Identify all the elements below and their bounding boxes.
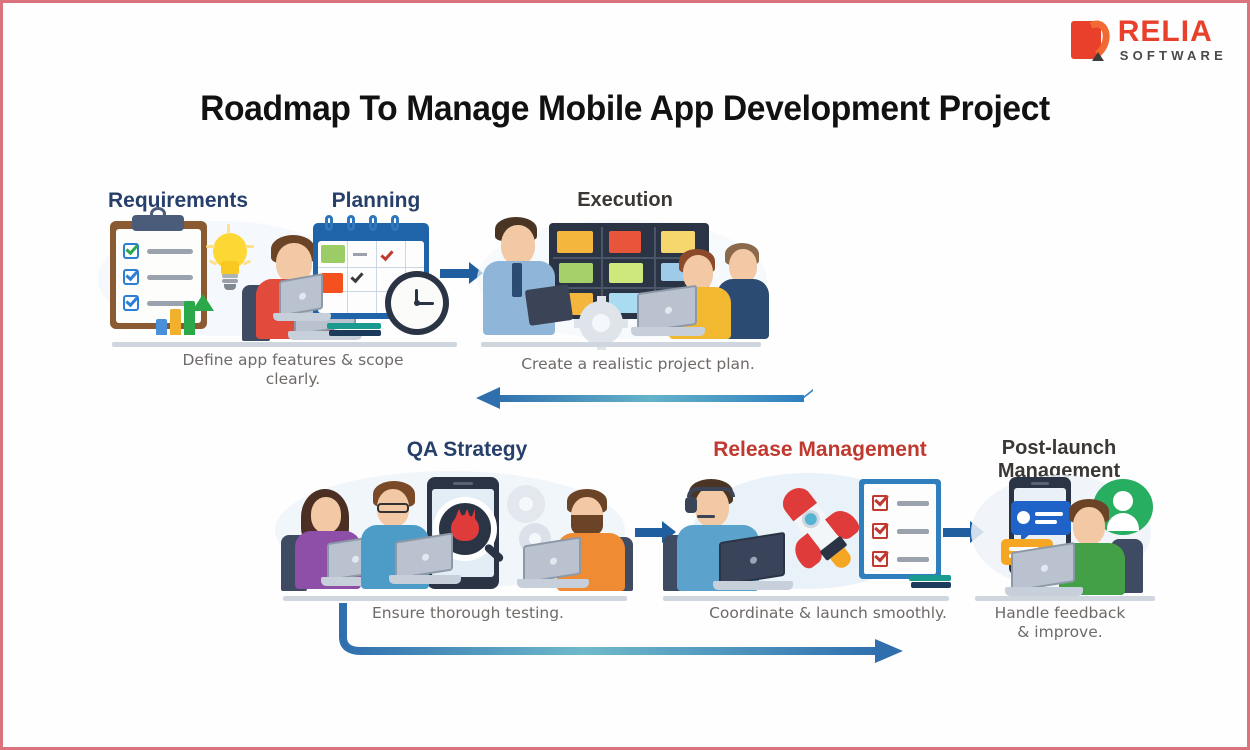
bug-icon <box>451 515 479 541</box>
laptop-logo-dot <box>665 306 672 315</box>
desk-surface <box>663 596 949 601</box>
headset-mic <box>697 515 715 518</box>
sticky-note-icon <box>609 231 641 253</box>
post-launch-caption-line1: Handle feedback <box>994 604 1126 622</box>
arrow-bottom-loop <box>339 603 903 663</box>
laptop-base <box>631 327 705 336</box>
page-title: Roadmap To Manage Mobile App Development… <box>200 89 1050 128</box>
laptop-logo-dot <box>550 557 557 566</box>
step-heading-qa-strategy: QA Strategy <box>406 438 528 461</box>
necktie-icon <box>512 263 522 297</box>
sticky-note-icon <box>557 231 593 253</box>
step-caption-requirements: Define app features & scope clearly. <box>182 351 404 388</box>
sticky-note-icon <box>661 231 695 253</box>
sticky-note-icon <box>321 273 343 293</box>
desk-surface <box>112 342 352 347</box>
beard-shape <box>571 515 603 537</box>
laptop-logo-dot <box>422 553 429 562</box>
person-at-laptop-icon <box>1005 499 1153 596</box>
laptop-logo-dot <box>750 556 757 565</box>
books-icon <box>327 323 383 339</box>
headset-agent-icon <box>663 479 793 591</box>
desk-surface <box>481 342 761 347</box>
head-shape <box>501 225 535 265</box>
logo-triangle-shape <box>1091 51 1104 61</box>
illustration-qa-strategy <box>275 471 635 601</box>
tablet-icon <box>524 284 574 326</box>
illustration-release-management <box>663 471 953 601</box>
gear-icon <box>507 485 545 523</box>
head-shape <box>311 497 341 533</box>
laptop-logo-dot <box>299 292 306 301</box>
sticky-note-icon <box>321 245 345 263</box>
illustration-post-launch-management <box>971 471 1161 601</box>
qa-person-left <box>281 487 389 591</box>
step-heading-requirements: Requirements <box>107 189 249 212</box>
illustration-planning <box>273 215 473 347</box>
laptop-base <box>1005 587 1083 596</box>
step-heading-post-launch-management: Post-launch Management <box>971 437 1147 482</box>
arrow-execution-to-qa <box>476 387 813 409</box>
team-at-laptop-icon <box>631 243 769 339</box>
sticky-note-icon <box>559 263 593 283</box>
headset-earcup <box>685 497 697 513</box>
relia-software-logo: RELIA SOFTWARE <box>1070 15 1227 64</box>
arrow-release-to-postlaunch <box>943 521 984 543</box>
sticky-note-icon <box>609 263 643 283</box>
step-caption-post-launch-management: Handle feedback & improve. <box>968 604 1152 642</box>
laptop-logo-dot <box>1041 564 1048 573</box>
desk-surface <box>297 342 457 347</box>
step-caption-release-management: Coordinate & launch smoothly. <box>709 604 947 622</box>
post-launch-heading-line1: Post-launch <box>1001 437 1117 459</box>
laptop-screen <box>395 532 453 580</box>
checklist-icon <box>859 479 941 579</box>
head-shape <box>377 489 409 527</box>
desk-surface <box>283 596 627 601</box>
relia-logo-mark <box>1070 15 1115 64</box>
headset-band <box>687 487 735 497</box>
laptop-base <box>517 579 589 588</box>
head-shape <box>729 249 757 283</box>
arrow-qa-to-release <box>635 521 676 543</box>
laptop-base <box>321 577 389 586</box>
step-heading-release-management: Release Management <box>713 438 927 461</box>
step-caption-qa-strategy: Ensure thorough testing. <box>372 604 564 622</box>
desk-surface <box>975 596 1155 601</box>
arrow-planning-to-execution <box>440 262 483 284</box>
post-launch-caption-line2: & improve. <box>1017 622 1103 641</box>
step-caption-execution: Create a realistic project plan. <box>521 355 755 373</box>
brand-subtitle: SOFTWARE <box>1119 48 1227 63</box>
illustration-execution <box>473 215 773 350</box>
qa-person-right <box>517 489 633 591</box>
laptop-screen <box>637 284 697 334</box>
brand-name: RELIA <box>1117 15 1213 48</box>
clock-icon <box>385 271 449 335</box>
laptop-base <box>389 575 461 584</box>
laptop-screen <box>719 531 785 587</box>
presenter-with-tablet-icon <box>479 217 574 335</box>
laptop-base <box>273 313 331 321</box>
head-shape <box>1073 507 1105 545</box>
lightbulb-icon <box>206 224 254 295</box>
bar-chart-icon <box>156 293 218 335</box>
eyeglasses-icon <box>377 503 409 513</box>
laptop-base <box>713 581 793 590</box>
laptop-base <box>288 331 362 340</box>
logo-wordmark: RELIA SOFTWARE <box>1117 15 1227 63</box>
gear-icon <box>574 296 628 350</box>
qa-person-middle <box>351 481 461 591</box>
chat-bubble-icon <box>1011 501 1071 542</box>
books-icon <box>909 575 953 591</box>
step-heading-planning: Planning <box>331 189 421 212</box>
post-launch-heading-line2: Management <box>997 459 1121 482</box>
step-heading-execution: Execution <box>577 189 673 211</box>
